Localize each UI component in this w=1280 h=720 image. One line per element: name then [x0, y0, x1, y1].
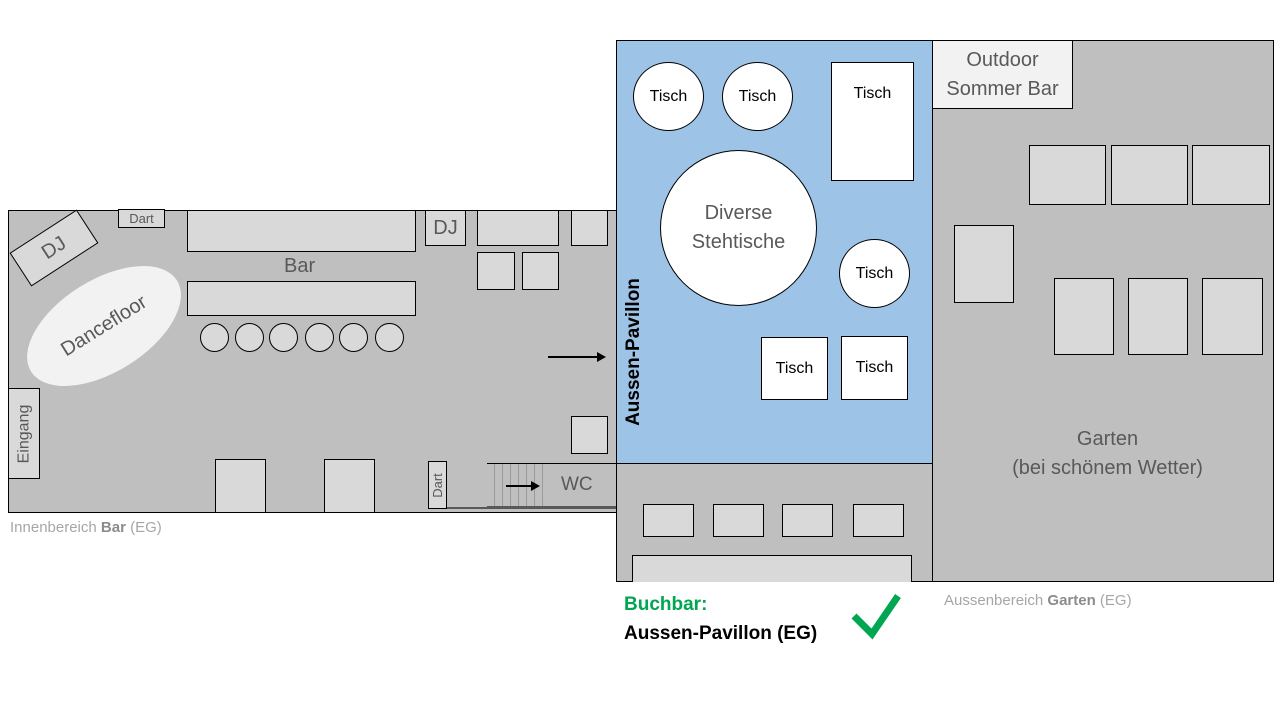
table-inner	[477, 210, 559, 246]
arrow-to-pavilion-icon	[548, 352, 606, 362]
garden-table	[1029, 145, 1106, 205]
outdoor-summer-bar: Outdoor Sommer Bar	[932, 40, 1073, 109]
inner-bar-caption: Innenbereich Bar (EG)	[10, 519, 162, 536]
checkmark-stroke	[851, 594, 901, 640]
bench-lower-pavilion	[632, 555, 912, 582]
table-inner	[522, 252, 559, 290]
garden-table	[1111, 145, 1188, 205]
table-inner	[571, 210, 608, 246]
pavilion-table[interactable]: Tisch	[633, 62, 704, 131]
pavilion-vertical-label: Aussen-Pavillon	[623, 278, 645, 426]
bar-label: Bar	[284, 255, 316, 277]
table-lower-pavilion	[853, 504, 904, 537]
bar-stool	[339, 323, 368, 352]
pavilion-table[interactable]: Tisch	[839, 239, 910, 308]
entrance-label: Eingang	[15, 404, 32, 463]
pavilion-table[interactable]: Tisch	[831, 62, 914, 181]
bar-stool	[305, 323, 334, 352]
table-lower-pavilion	[782, 504, 833, 537]
stairs-floor-line	[447, 507, 617, 509]
table-inner	[477, 252, 515, 290]
entrance: Eingang	[8, 388, 40, 479]
checkmark-icon	[851, 594, 901, 640]
garden-table	[1202, 278, 1263, 355]
bar-counter-front	[187, 281, 416, 316]
pavilion-table[interactable]: Tisch	[722, 62, 793, 131]
table-inner-bottom	[324, 459, 375, 513]
garden-table	[954, 225, 1014, 303]
garden-table	[1054, 278, 1114, 355]
booking-value: Aussen-Pavillon (EG)	[624, 623, 818, 644]
bar-stool	[200, 323, 229, 352]
dj-small-label: DJ	[433, 216, 458, 239]
table-lower-pavilion	[713, 504, 764, 537]
dj-booth-label: DJ	[37, 231, 70, 264]
table-inner	[571, 416, 608, 454]
pavilion-vertical-label-wrap: Aussen-Pavillon	[619, 262, 649, 442]
pavilion-table[interactable]: Tisch	[841, 336, 908, 400]
dart-board-top: Dart	[118, 209, 165, 228]
bar-counter-back	[187, 210, 416, 252]
wc-label: WC	[561, 474, 593, 495]
garden-caption: Aussenbereich Garten (EG)	[944, 592, 1132, 609]
garden-table	[1128, 278, 1188, 355]
bar-stool	[269, 323, 298, 352]
pavilion-table[interactable]: Tisch	[761, 337, 828, 400]
garden-table	[1192, 145, 1270, 205]
bar-stool	[375, 323, 404, 352]
dart-board-bottom: Dart	[428, 461, 447, 509]
garden-label: Garten (bei schönem Wetter)	[1012, 428, 1203, 479]
dj-booth-small: DJ	[425, 210, 466, 246]
standing-tables[interactable]: Diverse Stehtische	[660, 150, 817, 306]
dart-top-label: Dart	[129, 211, 154, 226]
booking-label: Buchbar:	[624, 594, 708, 615]
table-inner-bottom	[215, 459, 266, 513]
dart-bottom-label: Dart	[430, 472, 445, 498]
stairs-arrow-icon	[506, 482, 540, 490]
bar-stool	[235, 323, 264, 352]
table-lower-pavilion	[643, 504, 694, 537]
dancefloor-label: Dancefloor	[56, 290, 151, 361]
